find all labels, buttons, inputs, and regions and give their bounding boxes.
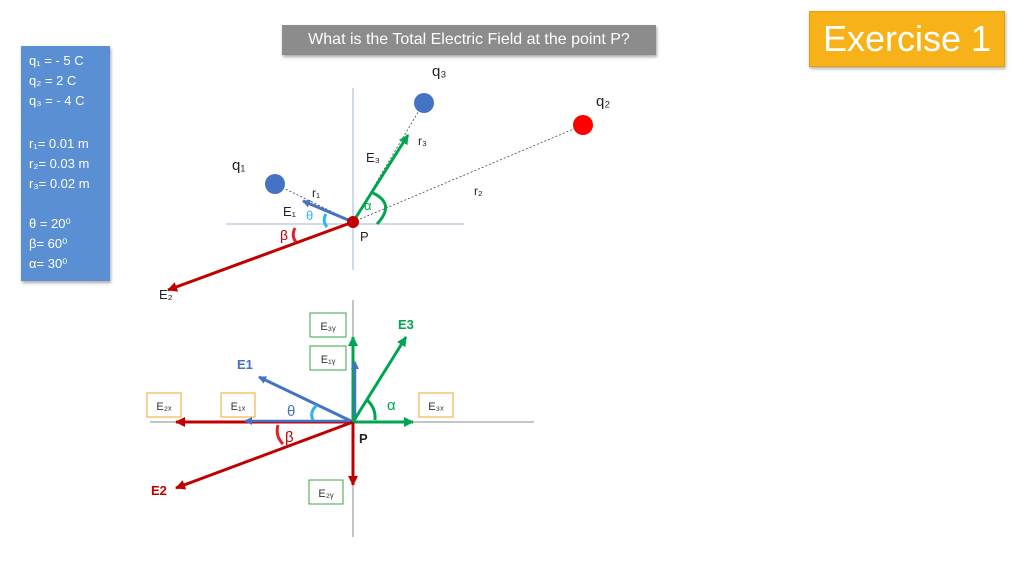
label-e1: E₁: [283, 204, 297, 219]
label-theta-bottom: θ: [287, 403, 295, 420]
e3-vector: [351, 134, 410, 223]
e2-vector-bottom: [175, 420, 354, 490]
e3x-label-box: [418, 392, 454, 418]
charge-q1: [265, 174, 285, 194]
label-r2: r₂: [474, 184, 483, 198]
given-r2: r₂= 0.03 m: [29, 156, 90, 171]
exercise-badge: Exercise 1: [809, 11, 1005, 67]
label-alpha-bottom: α: [387, 397, 396, 414]
label-q1: q₁: [232, 157, 245, 174]
given-alpha: α= 30⁰: [29, 256, 68, 271]
given-values-panel: q₁ = - 5 C q₂ = 2 C q₃ = - 4 C r₁= 0.01 …: [21, 46, 110, 281]
top-diagram: q₁ q₃ q₂ r₁ r₃ r₂ E₁ E₃ E₂ P θ β α: [159, 63, 610, 302]
label-e1y: E₁ᵧ: [321, 354, 336, 366]
label-e2x: E₂ₓ: [156, 401, 172, 413]
beta-arc-top: [291, 227, 298, 243]
alpha-arc-top: [372, 191, 387, 226]
label-p-bottom: P: [359, 431, 368, 446]
label-e2y: E₂ᵧ: [318, 488, 334, 500]
given-q2: q₂ = 2 C: [29, 73, 77, 88]
label-e3-bottom: E3: [398, 317, 414, 332]
given-beta: β= 60⁰: [29, 236, 68, 251]
question-title: What is the Total Electric Field at the …: [282, 25, 656, 55]
label-theta-top: θ: [306, 208, 313, 223]
e1y-label-box: [309, 345, 347, 371]
label-e3: E₃: [366, 150, 380, 165]
given-theta: θ = 20⁰: [29, 216, 71, 231]
label-e1x: E₁ₓ: [231, 401, 246, 413]
label-q2: q₂: [596, 93, 610, 110]
e2-vector: [167, 220, 354, 292]
label-e1-bottom: E1: [237, 357, 253, 372]
bottom-diagram: E1 E2 E3 P θ β α E₃ᵧ E₁ᵧ E₂ₓ E₁ₓ E₃ₓ E₂ᵧ: [146, 300, 534, 537]
given-r1: r₁= 0.01 m: [29, 136, 89, 151]
label-e2: E₂: [159, 287, 173, 302]
label-q3: q₃: [432, 63, 446, 80]
point-p-dot: [347, 216, 359, 228]
given-r3: r₃= 0.02 m: [29, 176, 90, 191]
given-q1: q₁ = - 5 C: [29, 53, 84, 68]
r2-line: [352, 124, 584, 223]
label-r1: r₁: [312, 186, 320, 200]
e2y-label-box: [308, 479, 344, 505]
charge-q2: [573, 115, 593, 135]
label-beta-bottom: β: [285, 429, 294, 446]
e1-vector-bottom: [258, 375, 354, 424]
label-r3: r₃: [418, 134, 427, 148]
label-e2-bottom: E2: [151, 483, 167, 498]
alpha-arc-bottom: [365, 398, 377, 421]
label-beta-top: β: [280, 227, 288, 243]
label-alpha-top: α: [364, 198, 372, 213]
e3-vector-bottom: [351, 336, 408, 423]
e1x-label-box: [220, 392, 256, 418]
theta-arc-top: [322, 213, 329, 228]
e3y-label-box: [309, 312, 347, 338]
charge-q3: [414, 93, 434, 113]
theta-arc-bottom: [310, 403, 319, 421]
e1-vector: [302, 199, 354, 224]
label-e3y: E₃ᵧ: [320, 321, 336, 333]
label-p: P: [360, 229, 369, 244]
given-q3: q₃ = - 4 C: [29, 93, 85, 108]
beta-arc-bottom: [275, 424, 285, 446]
label-e3x: E₃ₓ: [428, 401, 444, 413]
e2x-label-box: [146, 392, 182, 418]
